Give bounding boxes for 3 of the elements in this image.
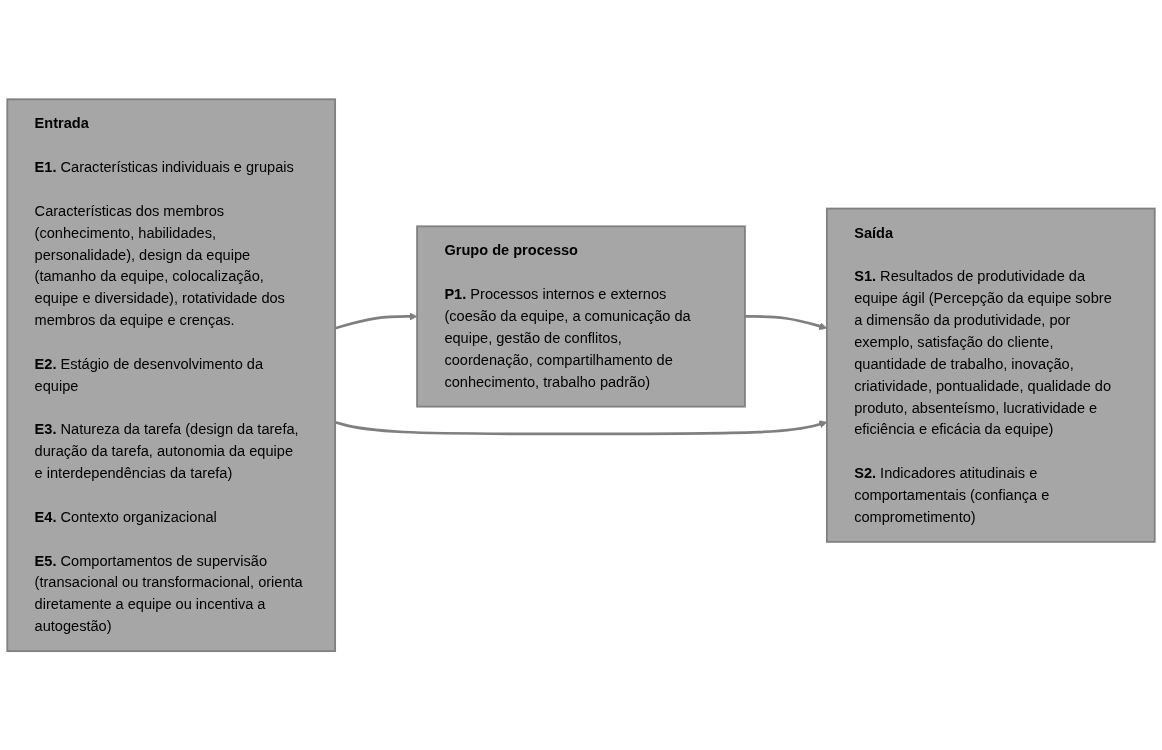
node-box: Saída S1. Resultados de produtividade da equipe ágil (Percepção da equipe sobre a dimensão da produtividade, por exemplo, satisfação do cliente, quantidade de trabalho, inovação, criatividade, pontualidade, qualidade do produto, absenteísmo, lucratividade e eficiência e eficácia da equipe) S2. Indicadores atitudinais e comportamentais (confiança e comprometimento) [825,207,1156,543]
node-box: Entrada E1. Características individuais e grupais Características dos membros (conhecimento, habilidades, personalidade), design da equipe (tamanho da equipe, colocalização, equipe e diversidade), rotatividade dos membros da equipe e crenças. E2. Estágio de desenvolvimento da equipe E3. Natureza da tarefa (design da tarefa, duração da tarefa, autonomia da equipe e interdependências da tarefa) E4. Contexto organizacional E5. Comportamentos de supervisão (transacional ou transformacional, orienta diretamente a equipe ou incentiva a autogestão) [6,98,337,652]
node-box: Grupo de processo P1. Processos internos e externos (coesão da equipe, a comunicação da equipe, gestão de conflitos, coordenação, compartilhamento de conhecimento, trabalho padrão) [416,225,746,408]
